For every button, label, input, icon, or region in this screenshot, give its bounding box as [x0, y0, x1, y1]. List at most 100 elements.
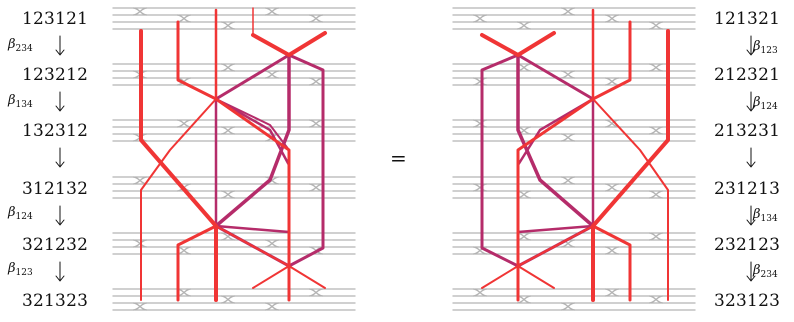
right-word-6: 323123	[714, 291, 781, 311]
left-word-4: 312132	[22, 179, 89, 199]
left-word-3: 132312	[22, 121, 89, 141]
left-strand-crossing	[220, 190, 236, 199]
beta-symbol: β	[8, 93, 16, 108]
left-strand-crossing	[264, 239, 280, 248]
right-strand-crossing	[604, 14, 620, 23]
right-strand-crossing	[516, 295, 532, 304]
right-strand-crossing	[648, 295, 664, 304]
left-move-label-1: β234	[8, 38, 33, 54]
right-strand-crossing	[560, 176, 576, 185]
beta-index: 134	[760, 214, 778, 224]
left-strand-crossing	[132, 176, 148, 185]
left-red-path	[176, 224, 218, 302]
right-strand-crossing	[604, 246, 620, 255]
left-move-label-2: β134	[8, 94, 33, 110]
right-red-path	[591, 29, 670, 302]
beta-symbol: β	[753, 263, 761, 278]
right-red-path	[592, 98, 669, 301]
right-purple-path	[516, 53, 595, 228]
beta-index: 234	[760, 270, 778, 280]
left-purple-path	[214, 97, 291, 234]
left-word-2: 123212	[22, 65, 89, 85]
right-move-arrow-head	[746, 49, 756, 56]
left-strand-crossing	[264, 7, 280, 16]
beta-symbol: β	[753, 39, 761, 54]
right-move-label-1: β123	[753, 40, 778, 56]
right-purple-path	[480, 53, 595, 268]
right-strand-crossing	[560, 239, 576, 248]
left-move-label-5: β123	[8, 262, 33, 278]
left-red-path	[140, 98, 217, 301]
left-strand-crossing	[308, 14, 324, 23]
right-strand-crossing	[604, 77, 620, 86]
right-strand-crossing	[560, 302, 576, 311]
right-strand-crossing	[648, 232, 664, 241]
left-strand-crossing	[308, 288, 324, 297]
beta-symbol: β	[753, 207, 761, 222]
left-move-label-4: β124	[8, 206, 33, 222]
left-word-6: 321323	[22, 291, 89, 311]
beta-symbol: β	[8, 261, 16, 276]
right-strand-crossing	[604, 183, 620, 192]
beta-index: 123	[15, 268, 33, 278]
right-strand-crossing	[472, 14, 488, 23]
right-strand-crossing	[560, 70, 576, 79]
left-strand-crossing	[220, 295, 236, 304]
left-move-arrow-head	[55, 105, 65, 112]
right-strand-crossing	[560, 133, 576, 142]
left-strand-crossing	[220, 21, 236, 30]
beta-index: 124	[15, 212, 33, 222]
left-move-arrow-head	[55, 275, 65, 282]
right-word-5: 232123	[714, 235, 781, 255]
left-move-arrow-head	[55, 49, 65, 56]
right-purple-path	[516, 97, 595, 234]
left-strand-crossing	[220, 232, 236, 241]
right-red-path	[591, 224, 632, 302]
right-strand-crossing	[648, 190, 664, 199]
left-word-5: 321232	[22, 235, 89, 255]
left-strand-crossing	[264, 302, 280, 311]
right-strand-crossing	[516, 21, 532, 30]
right-strand-crossing	[472, 246, 488, 255]
right-word-4: 231213	[714, 179, 781, 199]
right-move-arrow-head	[746, 275, 756, 282]
right-strand-crossing	[472, 183, 488, 192]
right-move-label-2: β124	[753, 96, 778, 112]
beta-index: 123	[760, 46, 778, 56]
left-move-arrow-head	[55, 161, 65, 168]
right-move-arrow-head	[746, 161, 756, 168]
left-red-path	[251, 31, 327, 57]
right-strand-crossing	[472, 288, 488, 297]
left-strand-crossing	[176, 119, 192, 128]
left-purple-path	[214, 53, 325, 268]
right-strand-crossing	[648, 21, 664, 30]
right-strand-crossing	[648, 126, 664, 135]
left-strand-crossing	[132, 7, 148, 16]
right-strand-crossing	[648, 63, 664, 72]
beta-index: 134	[15, 100, 33, 110]
right-move-label-4: β134	[753, 208, 778, 224]
right-word-2: 212321	[714, 65, 781, 85]
left-strand-crossing	[220, 126, 236, 135]
equals-sign: =	[390, 146, 407, 170]
right-move-arrow-head	[746, 219, 756, 226]
beta-symbol: β	[8, 205, 16, 220]
right-red-path	[517, 265, 555, 289]
beta-symbol: β	[753, 95, 761, 110]
right-strand-crossing	[604, 288, 620, 297]
left-purple-path	[214, 53, 291, 228]
left-red-path	[288, 265, 326, 289]
beta-index: 234	[15, 44, 33, 54]
right-move-arrow-head	[746, 105, 756, 112]
left-strand-crossing	[264, 70, 280, 79]
left-red-path	[139, 29, 218, 302]
left-move-arrow-head	[55, 219, 65, 226]
right-red-path	[480, 31, 556, 57]
left-purple-path	[215, 98, 290, 151]
right-strand-crossing	[604, 119, 620, 128]
right-move-label-5: β234	[753, 264, 778, 280]
left-strand-crossing	[220, 63, 236, 72]
right-strand-crossing	[472, 119, 488, 128]
